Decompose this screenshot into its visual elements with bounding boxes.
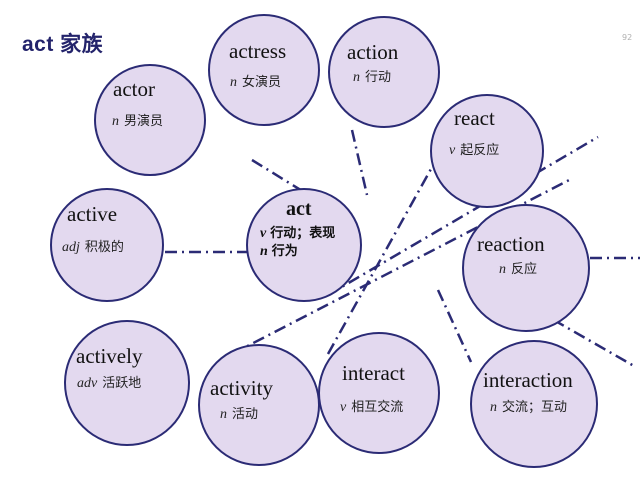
word-label: interact [342,361,405,385]
page-title: act 家族 [22,33,104,56]
root-word: act [286,198,312,220]
word-label: actor [113,77,155,101]
page-number: 92 [622,33,633,42]
word-label: react [454,106,495,130]
word-label: actively [76,344,143,368]
word-node-interaction [470,340,598,468]
word-node-actress [208,14,320,126]
word-label: reaction [477,232,545,256]
word-label: active [67,202,118,226]
connector-line [327,135,599,297]
word-label: actress [229,39,287,63]
word-node-interact [318,332,440,454]
word-node-actor [94,64,206,176]
word-label: action [347,40,399,64]
word-node-active [50,188,164,302]
connector-line [350,129,369,196]
connector-line [326,159,438,355]
word-label: interaction [483,368,573,392]
word-node-actively [64,320,190,446]
word-node-reaction [462,204,590,332]
word-node-activity [198,344,320,466]
word-label: activity [210,376,273,400]
word-node-react [430,94,544,208]
word-node-action [328,16,440,128]
connector-line [436,289,473,363]
root-node-act [246,188,362,302]
